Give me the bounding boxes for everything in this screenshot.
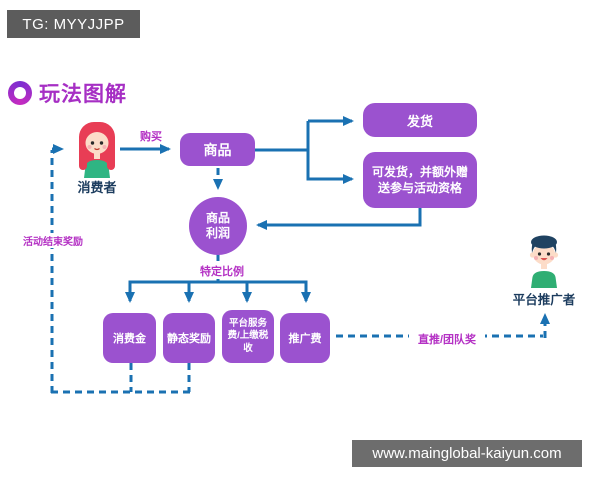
node-ship-goods-label: 发货 xyxy=(406,113,433,129)
page-title: 玩法图解 xyxy=(39,83,127,106)
website-banner: www.mainglobal-kaiyun.com xyxy=(352,440,582,467)
edge-label-activity-end-reward: 活动结束奖励 xyxy=(20,233,86,248)
edge-label-direct-team-reward: 直推/团队奖 xyxy=(409,330,485,348)
edge-label-specific-ratio: 特定比例 xyxy=(194,263,250,279)
node-product: 商品 xyxy=(180,133,255,166)
woman-avatar-icon xyxy=(79,122,115,178)
ring-icon xyxy=(8,81,32,105)
node-static-reward-label: 静态奖励 xyxy=(167,333,211,345)
node-platform-fee-label: 平台服务费/上缴税收 xyxy=(227,317,269,354)
website-banner-text: www.mainglobal-kaiyun.com xyxy=(372,445,562,462)
node-promotion-fee-label: 推广费 xyxy=(288,333,322,345)
node-consumption-fund-label: 消费金 xyxy=(113,333,146,345)
boy-avatar-icon xyxy=(529,235,559,288)
node-consumption-fund: 消费金 xyxy=(103,313,156,363)
consumer-avatar xyxy=(70,116,124,183)
tg-contact-text: TG: MYYJJPP xyxy=(22,15,125,33)
node-ship-bonus: 可发货，并额外赠送参与活动资格 xyxy=(363,152,477,208)
node-product-profit: 商品利润 xyxy=(189,197,247,255)
node-promotion-fee: 推广费 xyxy=(280,313,330,363)
promoter-avatar xyxy=(518,230,570,293)
node-static-reward: 静态奖励 xyxy=(163,313,215,363)
edge-label-buy: 购买 xyxy=(140,131,162,143)
tg-contact-banner: TG: MYYJJPP xyxy=(7,10,140,38)
node-product-label: 商品 xyxy=(203,141,232,158)
node-product-profit-label: 商品利润 xyxy=(205,211,230,240)
consumer-label: 消费者 xyxy=(77,180,117,195)
node-ship-bonus-label: 可发货，并额外赠送参与活动资格 xyxy=(371,164,468,195)
node-platform-fee: 平台服务费/上缴税收 xyxy=(222,310,274,363)
page-title-row: 玩法图解 xyxy=(8,78,127,108)
promoter-label: 平台推广者 xyxy=(512,293,576,307)
node-ship-goods: 发货 xyxy=(363,103,477,137)
